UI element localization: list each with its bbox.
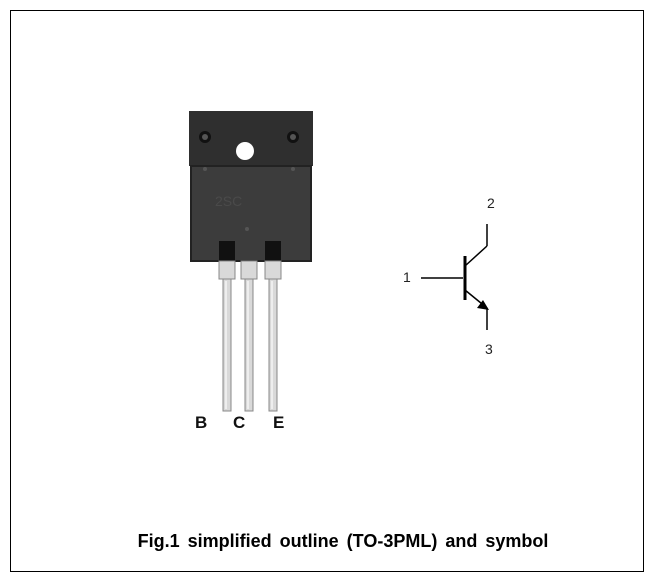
svg-text:2SC: 2SC — [215, 193, 242, 209]
figure-frame: 2SC B C E 2 1 — [10, 10, 644, 572]
figure-caption: Fig.1 simplified outline (TO-3PML) and s… — [137, 531, 549, 551]
pin-number-collector: 2 — [487, 195, 495, 211]
pin-number-emitter: 3 — [485, 341, 493, 357]
npn-transistor-symbol — [421, 224, 489, 330]
pin-label-base: B — [195, 413, 208, 432]
pin-number-base: 1 — [403, 269, 411, 285]
transistor-package-outline: 2SC — [189, 111, 313, 412]
pin-label-collector: C — [233, 413, 246, 432]
pin-label-emitter: E — [273, 413, 285, 432]
